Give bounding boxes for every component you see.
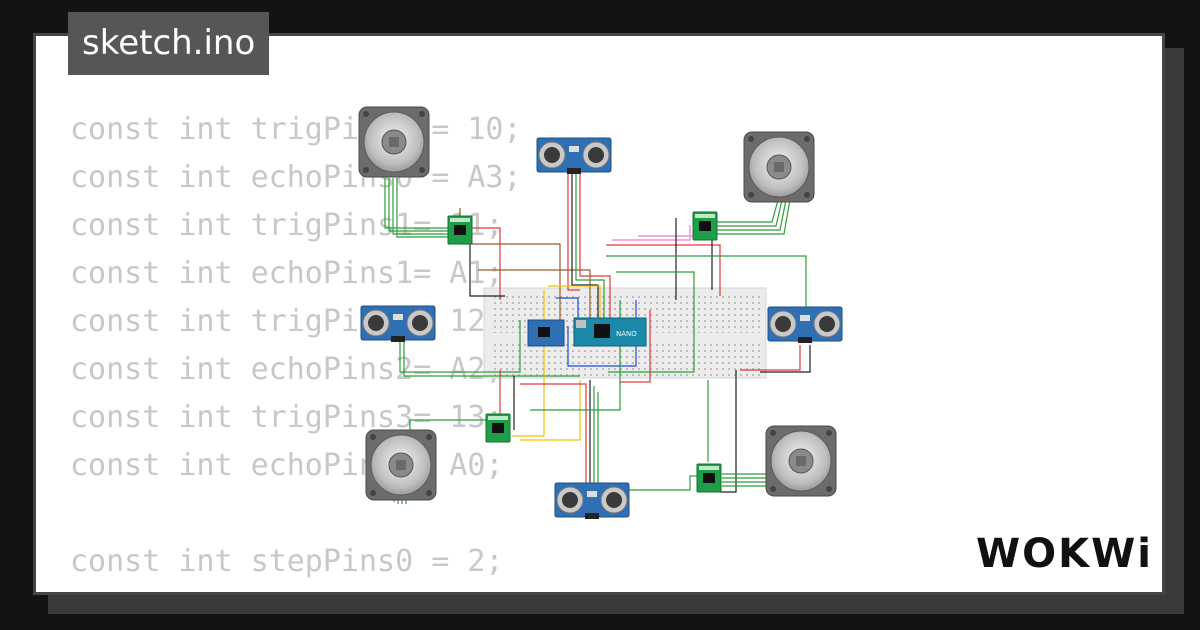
wires <box>384 172 811 504</box>
stepper-driver-icon <box>692 211 718 241</box>
code-line: const int trigPins1= 11; <box>70 208 504 243</box>
code-line: const int echoPins1= A1; <box>70 256 504 291</box>
ultrasonic-sensor-icon <box>767 306 843 344</box>
stepper-driver-icon <box>447 215 473 245</box>
svg-text:WOKWi: WOKWi <box>976 531 1152 577</box>
stepper-motor-icon <box>358 106 430 178</box>
stepper-motor-icon <box>743 131 815 203</box>
file-tab-label: sketch.ino <box>82 23 256 63</box>
code-line: const int trigPins3= 13; <box>70 400 504 435</box>
ultrasonic-sensor-icon <box>554 482 630 520</box>
ultrasonic-sensor-icon <box>360 305 436 343</box>
code-line: const int trigPins0 = 10; <box>70 112 522 147</box>
code-line: const int stepPins0 = 2; <box>70 544 504 579</box>
wokwi-logo: WOKWi WOKWi <box>973 528 1152 580</box>
stepper-motor-icon <box>765 425 837 497</box>
arduino-board-icon: NANO <box>573 317 647 347</box>
stepper-motor-icon <box>365 429 437 501</box>
sensor-module-icon <box>527 319 565 347</box>
stepper-driver-icon <box>696 463 722 493</box>
svg-text:WOKWi: WOKWi <box>976 531 1152 577</box>
svg-text:NANO: NANO <box>616 330 637 338</box>
file-tab[interactable]: sketch.ino <box>68 12 270 75</box>
ultrasonic-sensor-icon <box>536 137 612 175</box>
code-line: const int echoPins0 = A3; <box>70 160 522 195</box>
code-line: const int echoPins2= A2; <box>70 352 504 387</box>
stepper-driver-icon <box>485 413 511 443</box>
